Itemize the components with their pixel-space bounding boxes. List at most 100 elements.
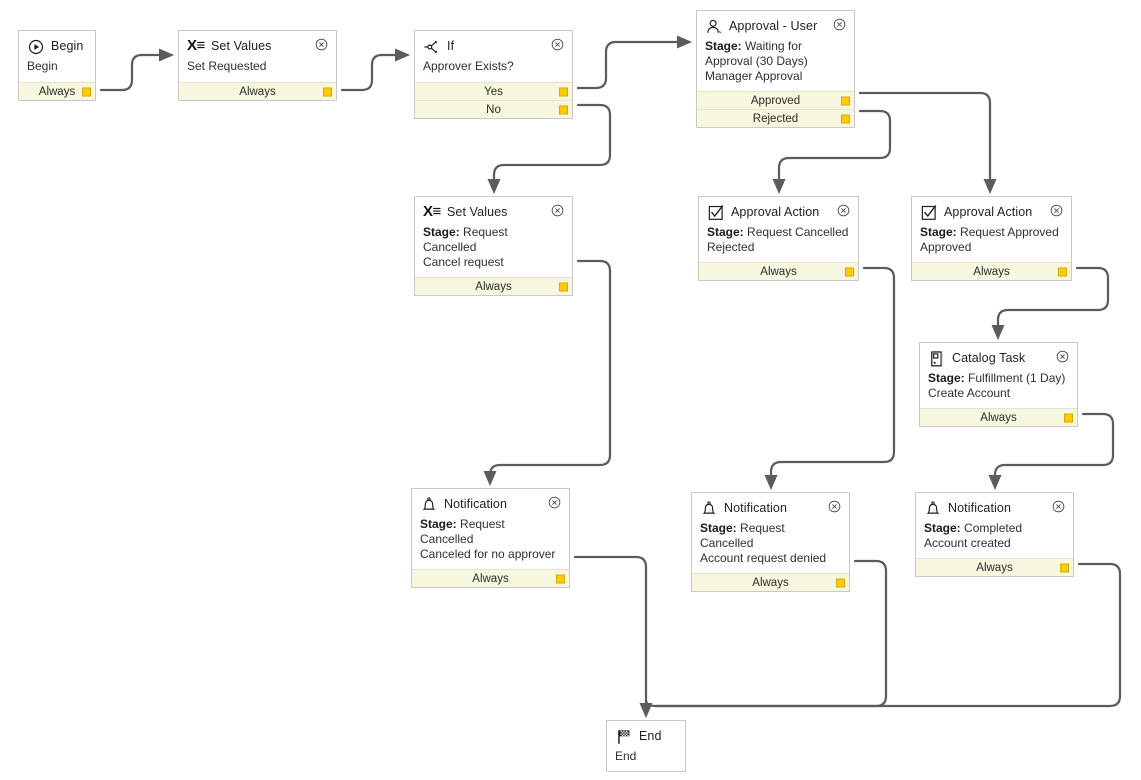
node-detail-value: Approved <box>920 240 972 254</box>
port-yes[interactable]: Yes <box>415 83 572 101</box>
port-connector-handle[interactable] <box>845 267 854 276</box>
close-icon[interactable] <box>548 496 561 509</box>
node-detail-line: Stage: Request Cancelled <box>420 517 561 547</box>
port-label: Always <box>475 280 512 293</box>
port-always[interactable]: Always <box>19 83 95 100</box>
wire-set-values-to-if <box>340 48 411 92</box>
port-connector-handle[interactable] <box>559 105 568 114</box>
port-always[interactable]: Always <box>699 263 858 280</box>
close-icon[interactable] <box>315 38 328 51</box>
port-connector-handle[interactable] <box>82 87 91 96</box>
port-rejected[interactable]: Rejected <box>697 110 854 127</box>
close-icon[interactable] <box>828 500 841 513</box>
port-connector-handle[interactable] <box>556 574 565 583</box>
port-connector-handle[interactable] <box>323 87 332 96</box>
port-label: Always <box>472 572 509 585</box>
port-always[interactable]: Always <box>412 570 569 587</box>
port-label: Yes <box>484 85 503 98</box>
close-icon[interactable] <box>1056 350 1069 363</box>
node-header: Notification <box>700 499 841 518</box>
port-connector-handle[interactable] <box>836 578 845 587</box>
stage-label: Stage: <box>707 225 744 239</box>
close-icon[interactable] <box>551 204 564 217</box>
node-detail-line: Stage: Request Cancelled <box>700 521 841 551</box>
node-ports: Always <box>912 262 1071 280</box>
port-connector-handle[interactable] <box>1058 267 1067 276</box>
node-detail-value: Rejected <box>707 240 755 254</box>
flag-icon <box>615 728 633 746</box>
port-always[interactable]: Always <box>415 278 572 295</box>
node-detail-value: End <box>615 749 637 763</box>
node-ports: Always <box>699 262 858 280</box>
close-icon[interactable] <box>1050 204 1063 217</box>
node-detail-line: Stage: Request Approved <box>920 225 1063 240</box>
node-detail-line: Begin <box>27 59 87 74</box>
node-detail-lines: Approver Exists? <box>423 59 564 74</box>
node-detail-line: Stage: Completed <box>924 521 1065 536</box>
check-box-icon <box>707 204 725 222</box>
port-always[interactable]: Always <box>916 559 1073 576</box>
node-header: Notification <box>924 499 1065 518</box>
node-title: Approval Action <box>944 205 1033 219</box>
node-header: Catalog Task <box>928 349 1069 368</box>
node-title: Notification <box>444 497 508 511</box>
port-always[interactable]: Always <box>692 574 849 591</box>
port-connector-handle[interactable] <box>1064 413 1073 422</box>
node-header: Approval - User <box>705 17 846 36</box>
node-title: Notification <box>724 501 788 515</box>
node-detail-line: Approved <box>920 240 1063 255</box>
port-connector-handle[interactable] <box>841 114 850 123</box>
node-detail-value: Request Cancelled <box>423 225 508 254</box>
node-detail-value: Approver Exists? <box>423 59 514 73</box>
port-connector-handle[interactable] <box>559 282 568 291</box>
node-detail-line: Account request denied <box>700 551 841 566</box>
node-detail-value: Request Cancelled <box>747 225 849 239</box>
stage-label: Stage: <box>700 521 737 535</box>
close-icon[interactable] <box>551 38 564 51</box>
port-connector-handle[interactable] <box>1060 563 1069 572</box>
close-icon[interactable] <box>1052 500 1065 513</box>
user-icon <box>705 18 723 36</box>
stage-label: Stage: <box>423 225 460 239</box>
bell-icon <box>924 500 942 518</box>
stage-label: Stage: <box>920 225 957 239</box>
node-detail-line: Stage: Request Cancelled <box>423 225 564 255</box>
node-ports: Always <box>19 82 95 100</box>
close-icon[interactable] <box>833 18 846 31</box>
port-no[interactable]: No <box>415 101 572 118</box>
node-detail-line: Cancel request <box>423 255 564 270</box>
port-connector-handle[interactable] <box>559 87 568 96</box>
bell-icon <box>420 496 438 514</box>
node-detail-value: Request Cancelled <box>700 521 785 550</box>
port-always[interactable]: Always <box>912 263 1071 280</box>
port-approved[interactable]: Approved <box>697 92 854 110</box>
close-icon[interactable] <box>837 204 850 217</box>
set-values-icon: X≡ <box>423 202 441 220</box>
stage-label: Stage: <box>924 521 961 535</box>
port-always[interactable]: Always <box>920 409 1077 426</box>
port-connector-handle[interactable] <box>841 96 850 105</box>
port-always[interactable]: Always <box>179 83 336 100</box>
